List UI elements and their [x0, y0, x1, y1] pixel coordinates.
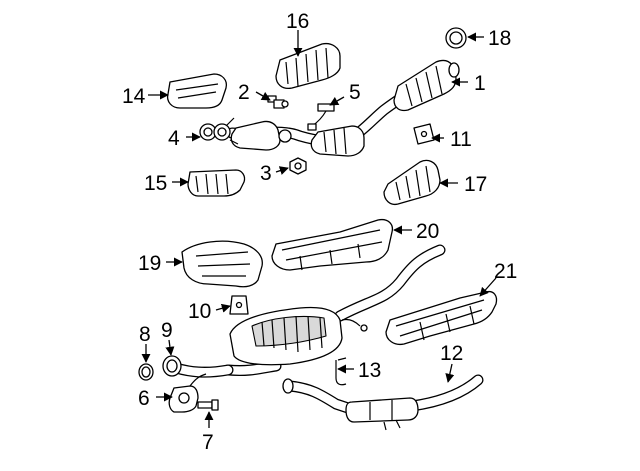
part-16-heat-shield [275, 42, 341, 90]
part-13-hanger [335, 357, 347, 386]
callout-15: 15 [144, 172, 167, 195]
part-8-clamp [138, 363, 154, 381]
part-4-gaskets [199, 123, 231, 141]
callout-labels: 1 2 3 4 5 6 7 8 9 10 11 12 13 14 15 16 1… [122, 10, 517, 454]
callout-1: 1 [474, 72, 486, 95]
part-15-heat-shield [187, 169, 246, 197]
part-14-heat-shield [166, 73, 228, 109]
front-converter-assembly [225, 117, 365, 157]
callout-leaders [141, 30, 497, 428]
callout-6: 6 [138, 387, 150, 410]
callout-19: 19 [138, 252, 161, 275]
muffler [229, 306, 368, 366]
callout-18: 18 [488, 27, 511, 50]
callout-4: 4 [168, 127, 180, 150]
part-2-stud [267, 95, 289, 109]
callout-7: 7 [202, 431, 214, 454]
callout-8: 8 [139, 323, 151, 346]
part-1-catalytic-converter [393, 59, 460, 112]
callout-10: 10 [188, 300, 211, 323]
part-7-bolt [197, 399, 219, 411]
callout-17: 17 [464, 173, 487, 196]
callout-13: 13 [358, 359, 381, 382]
part-11-bracket [413, 123, 435, 145]
part-10-bracket [229, 295, 249, 315]
callout-16: 16 [286, 10, 309, 33]
part-5-oxygen-sensor [307, 103, 335, 131]
part-3-nut [289, 157, 307, 175]
callout-3: 3 [260, 162, 272, 185]
callout-12: 12 [440, 342, 463, 365]
callout-14: 14 [122, 85, 146, 108]
callout-9: 9 [161, 319, 173, 342]
callout-5: 5 [349, 81, 361, 104]
callout-2: 2 [238, 81, 250, 104]
part-19-heat-shield [181, 240, 263, 288]
part-18-gasket [445, 27, 467, 49]
part-9-gasket [162, 355, 182, 377]
callout-11: 11 [450, 128, 472, 151]
callout-20: 20 [416, 220, 439, 243]
part-21-heat-shield [385, 290, 498, 346]
part-17-heat-shield [383, 159, 441, 206]
part-20-heat-shield [271, 218, 394, 271]
callout-21: 21 [494, 260, 517, 283]
part-6-flange [168, 373, 207, 413]
part-12-tailpipe [282, 374, 484, 431]
